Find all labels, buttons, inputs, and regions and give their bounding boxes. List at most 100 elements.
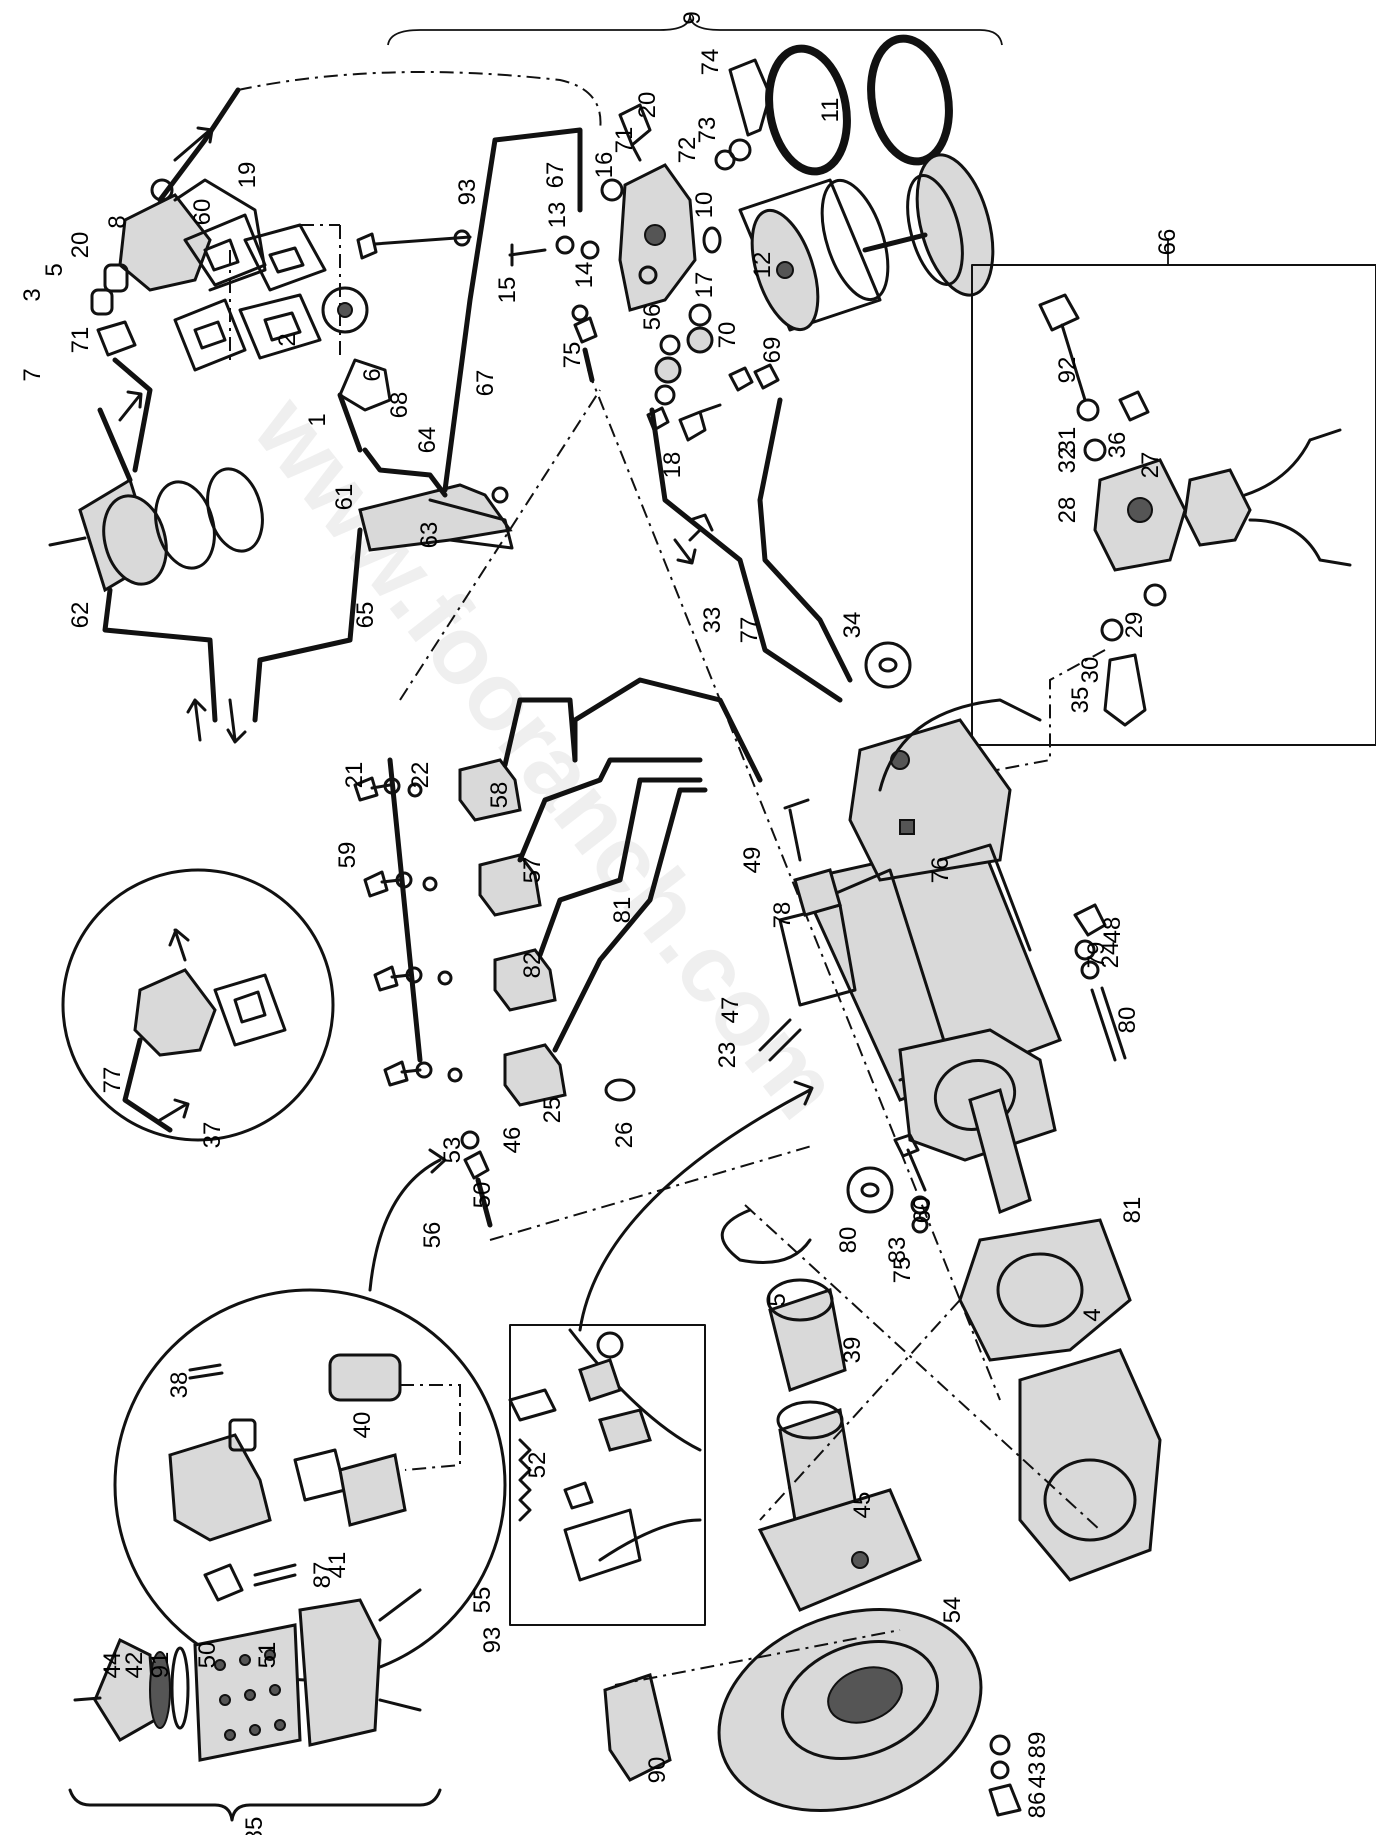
fitting-3 (103, 263, 129, 293)
callout-81: 81 (609, 897, 636, 924)
lift-pump-detail-circle (61, 868, 335, 1142)
callout-1: 1 (304, 413, 331, 426)
housing (1018, 1348, 1162, 1582)
seal-91 (149, 1651, 171, 1729)
callout-61: 61 (331, 484, 358, 511)
callout-92: 92 (1054, 357, 1081, 384)
callout-66: 66 (1154, 229, 1181, 256)
pipe-22 (757, 397, 853, 683)
pump-flange (183, 213, 267, 287)
bracket-44 (563, 1508, 642, 1582)
callout-58: 58 (486, 782, 513, 809)
filter-element-12 (738, 178, 890, 332)
cap-77-top (864, 641, 912, 689)
callout-85: 85 (241, 1817, 268, 1835)
wire-to-inset (878, 698, 1042, 792)
callout-71: 71 (611, 127, 638, 154)
callout-76: 76 (927, 857, 954, 884)
callout-75: 75 (889, 1257, 916, 1284)
callout-91: 91 (147, 1652, 174, 1679)
bolt-84 (988, 1783, 1022, 1817)
callout-56: 56 (419, 1222, 446, 1249)
callout-67: 67 (472, 370, 499, 397)
bleed-screw-20 (618, 103, 652, 162)
callout-2: 2 (274, 333, 301, 346)
callout-69: 69 (759, 337, 786, 364)
nut-31 (1118, 390, 1150, 422)
washer-17 (688, 303, 712, 327)
hp-pipe-48 (517, 757, 703, 863)
injector-row-1 (353, 758, 522, 822)
callout-22: 22 (407, 762, 434, 789)
nozzle-52 (328, 1353, 402, 1402)
callout-49: 49 (739, 847, 766, 874)
callout-65: 65 (352, 602, 379, 629)
bracket-62 (428, 498, 514, 550)
callout-10: 10 (691, 192, 718, 219)
fitting-64 (338, 358, 392, 412)
drive-shaft-37 (968, 1088, 1032, 1215)
connector-32 (1183, 468, 1252, 547)
callout-33: 33 (699, 607, 726, 634)
callout-59: 59 (334, 842, 361, 869)
leak-off-rail-57 (387, 757, 423, 1063)
o-ring-11-b (867, 34, 953, 166)
callout-41: 41 (324, 1552, 351, 1579)
stud-55 (188, 1363, 224, 1380)
filter-assembly-88 (68, 1588, 442, 1822)
callout-93: 93 (454, 179, 481, 206)
injector-body-50 (168, 1433, 272, 1542)
callout-80: 80 (835, 1227, 862, 1254)
lift-pump-assembly (90, 71, 602, 473)
bracket-88 (68, 1788, 442, 1822)
nut-79 (1073, 903, 1107, 937)
olive-56 (460, 1130, 480, 1150)
callout-35: 35 (1067, 687, 1094, 714)
o-ring-11-a (765, 44, 851, 176)
callout-68: 68 (386, 392, 413, 419)
fuel-lines-center (252, 127, 1001, 1401)
callout-9: 9 (679, 11, 706, 24)
callout-30: 30 (1077, 657, 1104, 684)
bolt-68-head (491, 486, 509, 504)
solenoid-24 (793, 868, 842, 917)
drive-parts (603, 1204, 1162, 1817)
callout-89: 89 (1024, 1732, 1051, 1759)
callout-17: 17 (691, 272, 718, 299)
callout-20: 20 (67, 232, 94, 259)
filter-bowl (862, 153, 995, 297)
callout-25: 25 (539, 1097, 566, 1124)
cap-77-bottom (846, 1166, 894, 1214)
hp-pipe-47 (537, 777, 703, 958)
callout-11: 11 (817, 98, 844, 123)
callout-73: 73 (694, 117, 721, 144)
bolt-83 (893, 1133, 927, 1192)
injection-pump-23 (758, 641, 1127, 1234)
callout-60: 60 (189, 199, 216, 226)
seal-90 (170, 1646, 190, 1730)
callout-47: 47 (717, 997, 744, 1024)
pipe-60 (475, 1177, 493, 1228)
callout-32: 32 (1054, 447, 1081, 474)
callout-34: 34 (839, 612, 866, 639)
callout-48: 48 (1099, 917, 1126, 944)
gasket-6 (173, 298, 247, 372)
callout-46: 46 (499, 1127, 526, 1154)
callout-80: 80 (1114, 1007, 1141, 1034)
callout-37: 37 (199, 1122, 226, 1149)
stud-26 (758, 1018, 802, 1062)
nut-75 (463, 1150, 490, 1180)
filter-head-88 (298, 1598, 382, 1747)
callout-64: 64 (414, 427, 441, 454)
sediment-bowl-92 (48, 407, 264, 723)
callout-13: 13 (544, 202, 571, 229)
callout-4: 4 (1079, 1308, 1106, 1321)
callout-62: 62 (67, 602, 94, 629)
callout-53: 53 (439, 1137, 466, 1164)
callout-72: 72 (674, 137, 701, 164)
callout-45: 45 (849, 1492, 876, 1519)
washer-35 (1143, 583, 1167, 607)
callout-50: 50 (194, 1642, 221, 1669)
elbow-71 (96, 320, 137, 357)
